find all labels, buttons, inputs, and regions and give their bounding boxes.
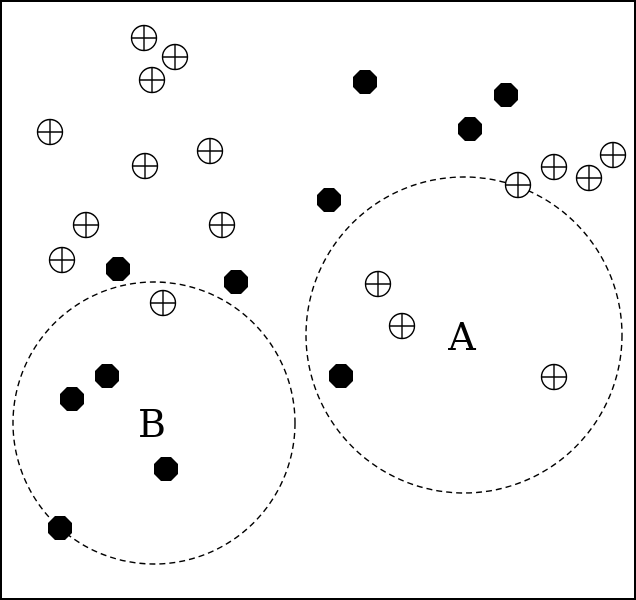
positive-point-icon (131, 152, 159, 180)
positive-point-icon (138, 66, 166, 94)
region-a-label: A (447, 315, 476, 359)
positive-point-icon (540, 153, 568, 181)
positive-point-icon (364, 270, 392, 298)
positive-point-icon (149, 289, 177, 317)
negative-point-icon (329, 364, 353, 388)
region-b-boundary (12, 281, 296, 565)
region-a-boundary (305, 176, 623, 494)
negative-point-icon (317, 188, 341, 212)
positive-point-icon (196, 137, 224, 165)
region-b-label: B (138, 402, 166, 446)
positive-point-icon (72, 211, 100, 239)
positive-point-icon (130, 24, 158, 52)
positive-point-icon (575, 164, 603, 192)
positive-point-icon (48, 246, 76, 274)
region-a: A (305, 176, 623, 494)
positive-point-icon (540, 363, 568, 391)
negative-point-icon (224, 270, 248, 294)
negative-point-icon (154, 457, 178, 481)
negative-point-icon (458, 117, 482, 141)
negative-point-icon (60, 387, 84, 411)
negative-point-icon (95, 364, 119, 388)
negative-point-icon (106, 257, 130, 281)
positive-point-icon (36, 118, 64, 146)
negative-point-icon (494, 83, 518, 107)
positive-point-icon (599, 141, 627, 169)
negative-point-icon (48, 516, 72, 540)
negative-point-icon (353, 70, 377, 94)
point-layer (36, 24, 627, 540)
positive-point-icon (504, 171, 532, 199)
positive-point-icon (161, 43, 189, 71)
region-b: B (12, 281, 296, 565)
positive-point-icon (388, 312, 416, 340)
positive-point-icon (208, 211, 236, 239)
